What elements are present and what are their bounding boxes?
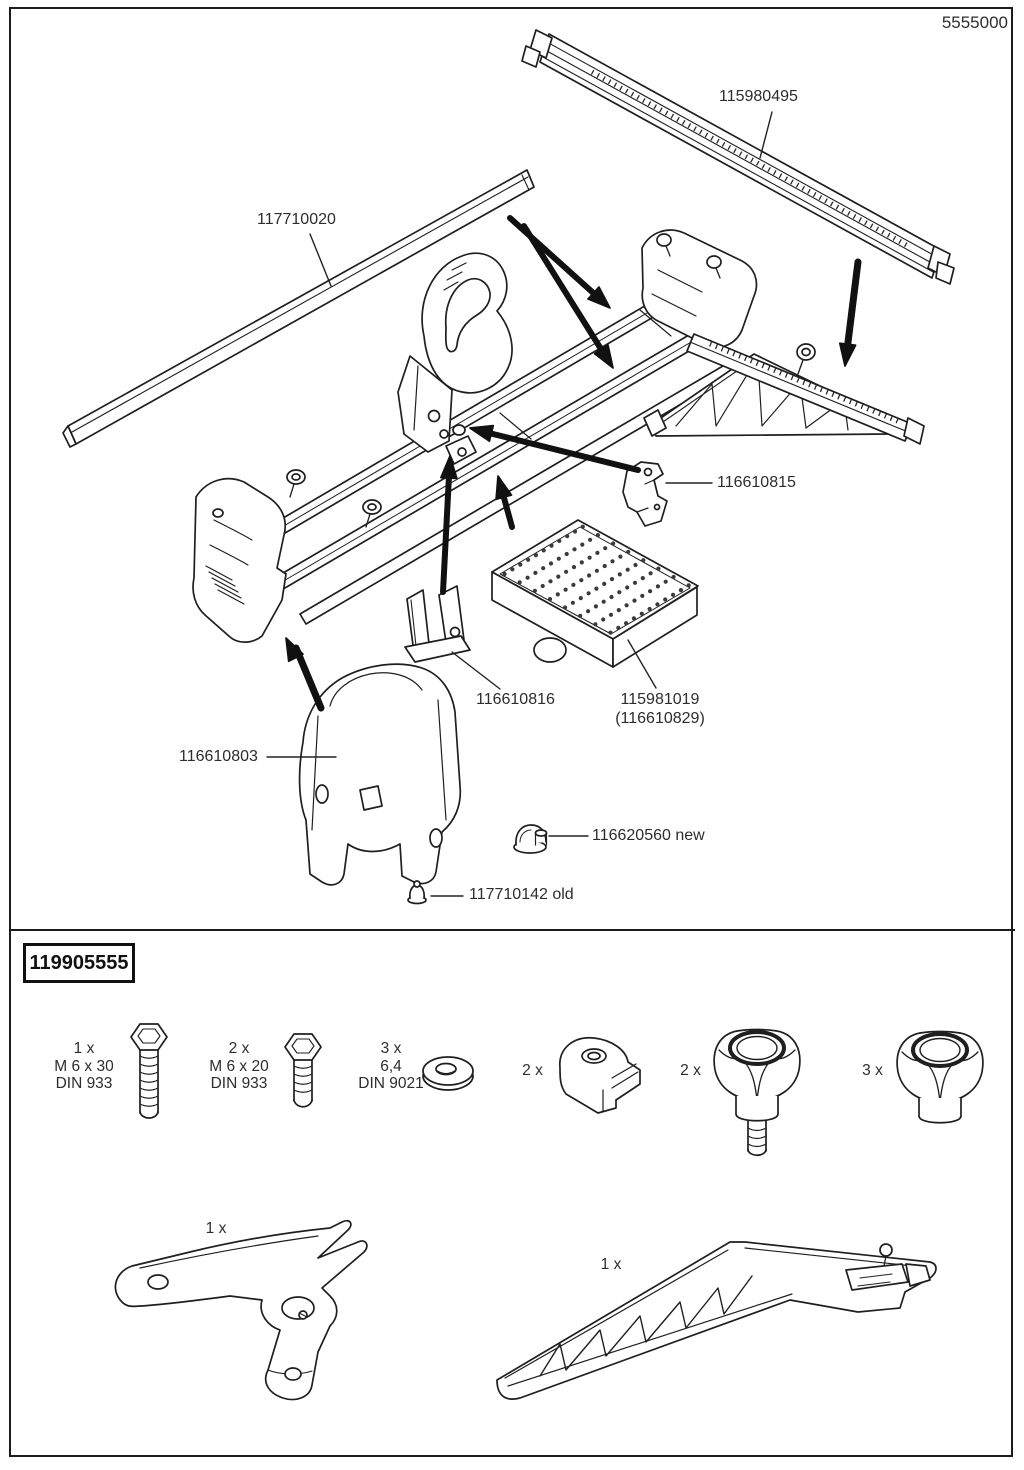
section-divider [9,929,1015,931]
washer [422,1056,474,1091]
spec-washer: 3 x 6,4 DIN 9021 [327,1040,455,1093]
screw-old-part [407,880,427,905]
kit-number-box: 119905555 [23,943,135,983]
stop-new-part [513,824,548,854]
hex-bolt-long [130,1023,168,1119]
spec-qty: 3 x [380,1040,402,1057]
spec-din: DIN 933 [55,1075,113,1092]
label-stop-new: 116620560 new [592,827,705,844]
leader-lines [266,111,773,897]
direction-arrows [285,215,862,712]
label-guide-rail: 115980495 [719,88,798,105]
exploded-view-drawing [62,29,955,905]
doc-number: 5555000 [941,13,1008,32]
spec-qty: 2 x [228,1040,250,1057]
guide-rail-part [521,29,955,285]
spec-qty: 1 x [73,1040,95,1057]
spec-knob-stud: 2 x [680,1062,701,1079]
label-screw-old: 117710142 old [469,886,574,903]
side-cover-part [298,663,462,886]
foot-bracket-part [114,1219,368,1401]
slide-nut [559,1037,641,1114]
spec-bolt-long: 1 x M 6 x 30 DIN 933 [29,1040,139,1093]
spec-size: M 6 x 30 [54,1057,114,1075]
label-side-cover: 116610803 [179,748,258,765]
spec-knob-plain: 3 x [862,1062,883,1079]
label-straightedge: 117710020 [257,211,336,228]
spec-din: DIN 933 [210,1075,268,1092]
support-leg-part [496,1241,937,1400]
clamp-right-part [622,461,668,527]
right-foot-part [641,229,758,349]
page-border [9,7,1013,1457]
label-clamp-center: 116610816 [476,691,555,708]
knob-with-stud [713,1028,801,1157]
left-foot-part [192,477,287,643]
bed-wing-bolts [286,469,382,528]
hex-bolt-short [284,1033,322,1108]
knob-plain [896,1030,984,1124]
straightedge-part [62,169,535,448]
grid-plate-part [491,519,699,668]
spec-din: DIN 9021 [358,1075,424,1092]
label-clamp-right: 116610815 [717,474,796,491]
label-grid-plate: 115981019 [620,691,700,708]
label-grid-plate-alt: (116610829) [615,710,705,727]
spec-size: 6,4 [380,1057,402,1075]
spec-bolt-short: 2 x M 6 x 20 DIN 933 [181,1040,297,1093]
clamp-center-part [404,585,471,663]
spec-slide-nut: 2 x [522,1062,543,1079]
kit-drawing [114,1023,984,1401]
carriage-handle-part [397,252,513,465]
attached-support-leg [643,333,925,445]
spec-support-leg: 1 x [600,1256,622,1273]
spec-foot-bracket: 1 x [205,1220,227,1237]
spec-size: M 6 x 20 [209,1057,269,1075]
